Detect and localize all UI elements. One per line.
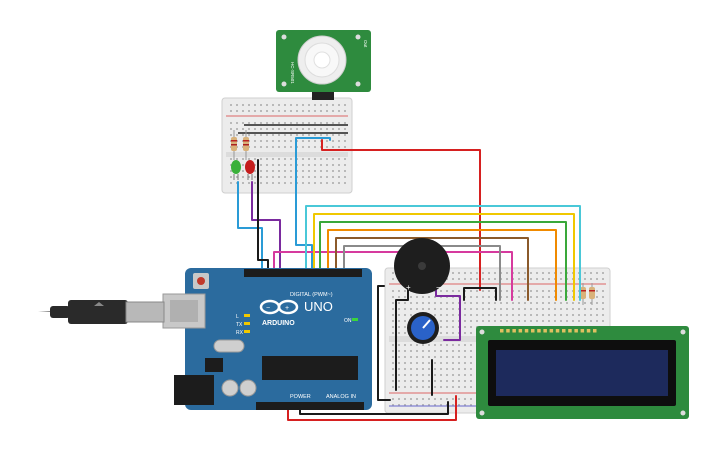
pir-right-label: Out: [363, 40, 368, 48]
red-led: [245, 160, 255, 180]
resistor-1: [231, 130, 237, 160]
lcd-pin: [506, 329, 510, 333]
lcd-pin: [518, 329, 523, 333]
resistor-2: [243, 130, 249, 160]
wire-red-5v: [287, 395, 457, 421]
arduino-brand-text: ARDUINO: [262, 320, 295, 327]
power-jack: [174, 375, 214, 405]
lcd-pin: [593, 329, 597, 333]
lcd-pin-header: [500, 329, 597, 333]
green-led: [231, 160, 241, 180]
wire-green: [319, 221, 567, 301]
lcd-pin: [562, 329, 566, 333]
wire-black-pot: [463, 287, 497, 301]
lcd-pin: [574, 329, 578, 333]
wire-brown: [335, 237, 529, 301]
wire-black-buzzer: [395, 285, 409, 391]
lcd-pin: [580, 329, 585, 333]
resistor-3: [580, 283, 586, 305]
analog-header-label: ANALOG IN: [326, 394, 356, 400]
wire-purple-pot: [435, 285, 461, 341]
lcd-pin: [500, 329, 504, 333]
buzzer-plus-label: +: [406, 283, 411, 292]
buzzer-minus-label: −: [436, 283, 441, 292]
on-label: ON: [344, 318, 352, 324]
usb-cable: [38, 300, 165, 324]
lcd-pin: [531, 329, 535, 333]
svg-text:+: +: [285, 305, 289, 312]
lcd-pin: [549, 329, 554, 333]
lcd-pin: [568, 329, 572, 333]
resistor-4: [589, 283, 595, 305]
digital-header: [244, 269, 362, 277]
wire-pink: [273, 251, 513, 301]
lcd-pin: [512, 329, 516, 333]
wire-black-rail: [377, 285, 391, 401]
arduino-logo: − +: [259, 299, 299, 315]
piezo-buzzer: + −: [394, 238, 450, 294]
tx-label: TX: [236, 322, 243, 328]
wire-red-pir-vcc: [321, 139, 481, 291]
arduino-model-text: UNO: [304, 299, 333, 314]
pir-sensor: HC-SR501 Out: [276, 30, 371, 100]
power-header-label: POWER: [290, 394, 311, 400]
wire-cyan: [305, 205, 581, 301]
pir-left-label: HC-SR501: [290, 62, 295, 84]
digital-header-label: DIGITAL (PWM~): [290, 292, 333, 298]
wire-black-gnd-top: [257, 159, 269, 273]
wire-yellow: [313, 213, 575, 301]
wire-blue-pir-out: [295, 137, 331, 273]
lcd-pin: [543, 329, 547, 333]
wire-orange: [327, 229, 557, 301]
reset-button: [197, 277, 205, 285]
potentiometer: [407, 312, 439, 344]
lcd-display: [476, 326, 689, 419]
lcd-pin: [555, 329, 560, 333]
power-analog-header: [256, 402, 364, 410]
led-l-label: L: [236, 314, 239, 320]
small-breadboard: [221, 97, 353, 194]
svg-text:−: −: [266, 305, 270, 312]
lcd-pin: [524, 329, 529, 333]
lcd-pin: [586, 329, 591, 333]
wire-blue-led: [237, 181, 263, 273]
arduino-uno: − + ARDUINO UNO DIGITAL (PWM~) POWER ANA…: [162, 268, 372, 410]
atmega-chip: [262, 356, 358, 380]
wire-purple-led: [251, 181, 281, 273]
lcd-pin: [537, 329, 541, 333]
rx-label: RX: [236, 330, 244, 336]
